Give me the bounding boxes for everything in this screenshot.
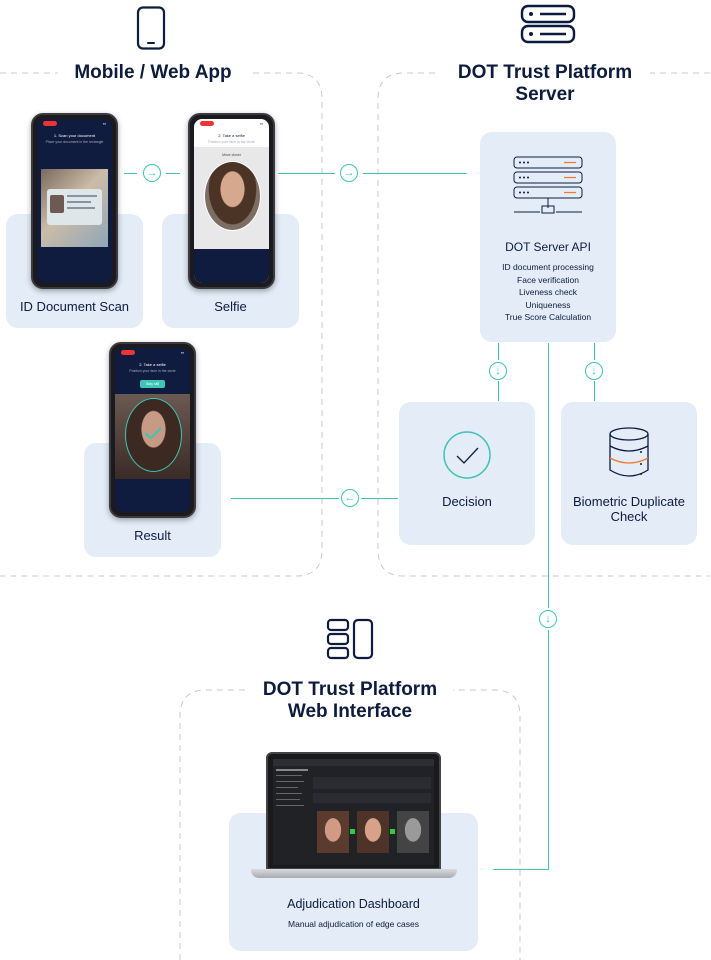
id-card-image bbox=[41, 169, 108, 247]
api-item: Face verification bbox=[517, 274, 579, 285]
face-thumb-1 bbox=[317, 811, 349, 853]
check-circle-icon bbox=[443, 431, 491, 479]
dashboard-title: Adjudication Dashboard bbox=[287, 897, 420, 911]
arrow-right-icon: → bbox=[143, 164, 161, 182]
selfie-label: Selfie bbox=[214, 299, 247, 314]
laptop-base bbox=[251, 869, 457, 878]
result-phone: ▪▪ 2. Take a selfie Position your face i… bbox=[109, 342, 196, 518]
arrow-down-icon: ↓ bbox=[489, 362, 507, 380]
id-scan-step-title: 1. Scan your document bbox=[53, 133, 96, 138]
face-thumb-3 bbox=[397, 811, 429, 853]
database-icon bbox=[609, 427, 649, 477]
server-api-title: DOT Server API bbox=[505, 240, 591, 254]
dashboard-icon bbox=[326, 618, 374, 660]
decision-card: Decision bbox=[399, 402, 535, 545]
api-item: ID document processing bbox=[502, 262, 594, 272]
server-icon bbox=[520, 4, 576, 44]
arrow-down-icon: ↓ bbox=[539, 610, 557, 628]
smartphone-icon bbox=[136, 6, 166, 50]
server-rack-icon bbox=[513, 156, 583, 214]
duplicate-card: Biometric Duplicate Check bbox=[561, 402, 697, 545]
selfie-phone: ▪▪ 2. Take a selfie Position your face i… bbox=[188, 113, 275, 289]
result-check-icon bbox=[144, 427, 162, 440]
web-section-title: DOT Trust Platform Web Interface bbox=[247, 679, 453, 723]
id-scan-step-sub: Place your document in the rectangle bbox=[45, 140, 104, 144]
selfie-step-sub: Position your face in the circle bbox=[208, 140, 255, 144]
api-item: True Score Calculation bbox=[504, 312, 592, 322]
id-scan-phone: ▪▪ 1. Scan your document Place your docu… bbox=[31, 113, 118, 289]
mobile-section-title: Mobile / Web App bbox=[58, 62, 248, 84]
decision-label: Decision bbox=[442, 494, 492, 509]
duplicate-label: Biometric Duplicate Check bbox=[573, 494, 685, 524]
api-item: Uniqueness bbox=[525, 299, 571, 310]
api-item: Liveness check bbox=[518, 287, 578, 297]
result-step-sub: Position your face in the circle bbox=[129, 369, 176, 373]
selfie-hint: Move closer bbox=[222, 153, 241, 157]
selfie-step-title: 2. Take a selfie bbox=[218, 133, 245, 138]
server-api-list: ID document processing Face verification… bbox=[480, 261, 616, 324]
result-step-title: 2. Take a selfie bbox=[139, 362, 166, 367]
face-thumb-2 bbox=[357, 811, 389, 853]
result-badge: Stay still bbox=[140, 380, 165, 388]
selfie-face-circle bbox=[204, 161, 261, 231]
result-label: Result bbox=[134, 528, 171, 543]
server-api-card: DOT Server API ID document processing Fa… bbox=[480, 132, 616, 342]
arrow-right-icon: → bbox=[340, 164, 358, 182]
arrow-left-icon: ← bbox=[341, 489, 359, 507]
dashboard-subtitle: Manual adjudication of edge cases bbox=[288, 919, 419, 929]
laptop-screen bbox=[266, 752, 441, 870]
server-section-title: DOT Trust Platform Server bbox=[440, 62, 650, 106]
arrow-down-icon: ↓ bbox=[585, 362, 603, 380]
id-scan-label: ID Document Scan bbox=[19, 299, 130, 314]
